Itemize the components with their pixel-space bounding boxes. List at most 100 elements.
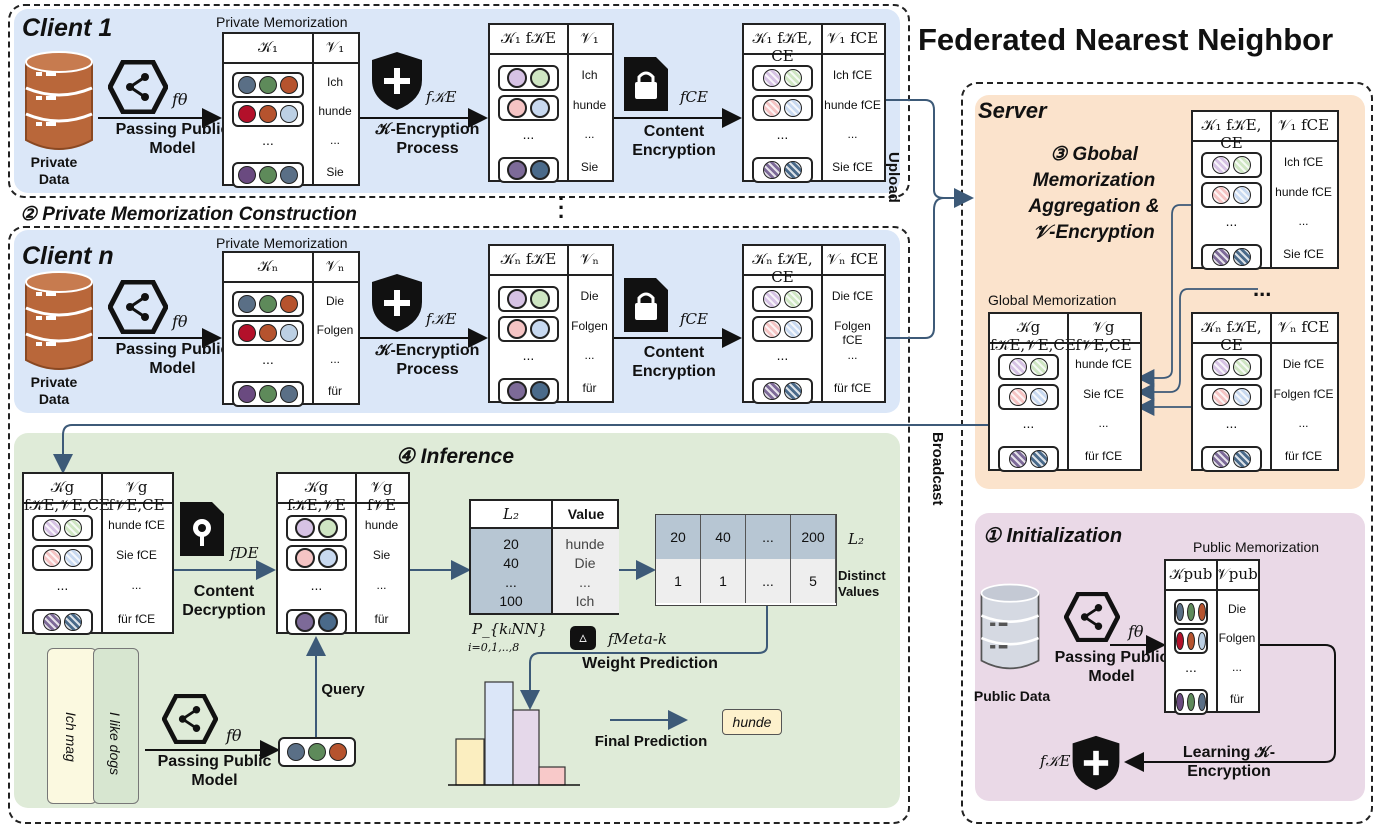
embedding-dot — [1009, 357, 1027, 376]
embedding-dot — [1009, 387, 1027, 406]
value-header: 𝒱₁ fCE — [1277, 116, 1330, 134]
embedding-dot — [318, 611, 338, 632]
shield-plus-icon — [1070, 734, 1122, 797]
embedding-dot — [763, 382, 781, 401]
key-ellipsis: ... — [56, 577, 69, 594]
embedding-dot — [530, 381, 550, 402]
client1-mem-title: Private Memorization — [216, 14, 348, 30]
l2-column — [471, 529, 551, 613]
value-cell: für fCE — [117, 611, 156, 626]
value-cell: Sie fCE — [116, 547, 157, 562]
clientn-ftheta: fθ — [172, 312, 188, 331]
value-cell: ... — [1231, 660, 1242, 674]
distinct-count-cell: ... — [746, 559, 791, 603]
key-embedding-row — [232, 72, 304, 99]
clientn-cenc-f: fCE — [680, 310, 708, 328]
value-header: 𝒱pub — [1216, 565, 1258, 583]
embedding-dot — [1009, 450, 1027, 469]
key-embedding-row — [232, 320, 304, 347]
embedding-dot — [1187, 603, 1195, 622]
embedding-dot — [64, 612, 82, 631]
client1-kenc-f: f𝒦E — [426, 88, 457, 106]
share-model-icon — [1063, 591, 1121, 647]
broadcast-label: Broadcast — [929, 432, 946, 506]
key-embedding-row — [498, 157, 559, 184]
embedding-dot — [238, 384, 256, 403]
prediction-badge: hunde — [722, 709, 782, 735]
embedding-dot — [1233, 248, 1251, 267]
value-cell: hunde fCE — [824, 97, 881, 112]
value-cell: hunde fCE — [1075, 356, 1132, 371]
key-embedding-row — [32, 544, 93, 571]
value-cell: Ich fCE — [1283, 154, 1324, 169]
embedding-dot — [238, 165, 256, 184]
key-header: 𝒦g f𝒦E,𝒱E,CE — [990, 318, 1076, 354]
embedding-dot — [43, 518, 61, 537]
value-cell: Sie fCE — [1283, 247, 1324, 262]
key-embedding-row — [1201, 383, 1262, 410]
value-header: 𝒱ₙ — [580, 250, 599, 268]
key-ellipsis: ... — [1185, 659, 1197, 675]
clientn-cenc-label: Content Encryption — [632, 344, 716, 380]
value-cell: Folgen — [1218, 631, 1256, 646]
embedding-dot — [763, 319, 781, 338]
key-header: 𝒦₁ f𝒦E, CE — [1201, 116, 1262, 152]
key-header: 𝒦ₙ f𝒦E — [500, 250, 557, 268]
value-cell: hunde — [318, 104, 352, 119]
value-cell: Folgen — [316, 323, 354, 338]
embedding-dot — [259, 324, 277, 343]
embedding-dot — [1212, 387, 1230, 406]
doc1-text: Ich mag — [63, 712, 79, 762]
embedding-dot — [784, 289, 802, 308]
key-embedding-row — [286, 514, 347, 541]
embedding-dot — [1233, 155, 1251, 174]
key-header: 𝒦pub — [1169, 565, 1213, 583]
init-fke: f𝒦E — [1040, 752, 1071, 770]
value-header: 𝒱g f𝒱E,CE — [108, 478, 165, 514]
embedding-dot — [1198, 603, 1206, 622]
init-title: ① Initialization — [983, 525, 1123, 547]
value-cell: Ich fCE — [832, 67, 873, 82]
clientn-data-label: Private Data — [30, 374, 78, 407]
embedding-dot — [1212, 450, 1230, 469]
file-lock-icon — [622, 276, 670, 339]
inference-title: ④ Inference — [396, 445, 515, 468]
database-icon — [22, 268, 96, 377]
key-embedding-row — [498, 94, 559, 121]
key-embedding-row — [286, 544, 347, 571]
embedding-dot — [1176, 632, 1184, 651]
value-header: 𝒱₁ — [325, 38, 345, 56]
table-header: 𝒦ₙ f𝒦E 𝒱ₙ — [490, 246, 612, 276]
value-header: 𝒱₁ fCE — [826, 29, 879, 47]
query-label: Query — [321, 681, 365, 698]
value-cell: Sie — [372, 547, 391, 562]
embedding-dot — [259, 295, 277, 314]
embedding-dot — [1030, 450, 1048, 469]
value-header: 𝒱₁ — [580, 29, 599, 47]
p-sub: i=0,1,..,8 — [468, 641, 520, 654]
embedding-dot — [1212, 248, 1230, 267]
value-cell: hunde — [572, 97, 607, 112]
embedding-dot — [238, 105, 256, 124]
clientn-mem-title: Private Memorization — [216, 235, 348, 251]
embedding-dot — [530, 160, 550, 181]
database-icon — [22, 48, 96, 157]
clientn-model-label: Passing Public Model — [115, 341, 230, 377]
key-embedding-row — [232, 380, 304, 407]
embedding-dot — [259, 165, 277, 184]
key-ellipsis: ... — [262, 351, 274, 367]
database-icon — [978, 580, 1042, 677]
key-embedding-row — [1174, 628, 1208, 655]
inf-model-label: Passing Public Model — [157, 753, 272, 789]
value-cell: hunde fCE — [1275, 184, 1332, 199]
value-cell: ... — [584, 127, 595, 142]
